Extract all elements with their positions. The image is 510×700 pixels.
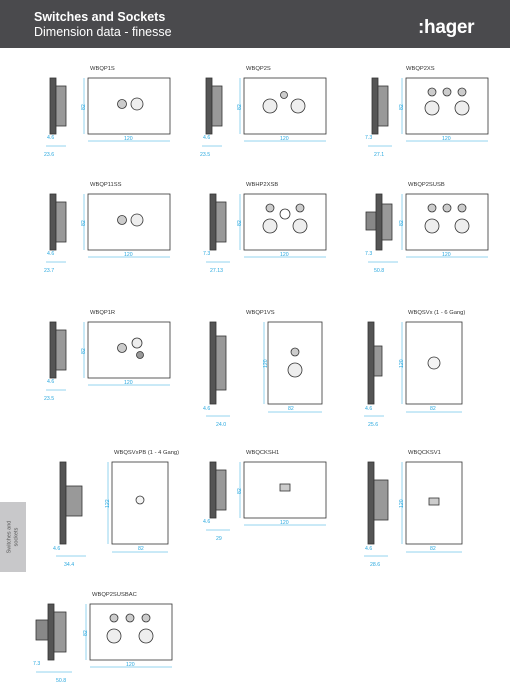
product-wbqp2xs: WBQP2XS 82 7.3 120 27.1: [362, 66, 502, 162]
product-code: WBQP11SS: [90, 182, 122, 188]
product-code: WBHP2XSB: [246, 182, 279, 188]
hager-logo: :hager: [418, 17, 475, 38]
product-wbqcksh1: WBQCKSH1 82 4.6 120 29: [200, 450, 340, 546]
wbqp2susbac-drawing: [35, 603, 173, 673]
depth-dim: 25.6: [368, 422, 379, 428]
wbqsvxpb-drawing: [56, 461, 169, 557]
width-dim: 82: [430, 546, 436, 552]
side-dim: 4.6: [53, 546, 61, 552]
product-code: WBQCKSH1: [246, 450, 280, 456]
depth-dim: 34.4: [64, 562, 75, 568]
product-code: WBQP2SUSB: [408, 182, 445, 188]
product-wbqp1s: WBQP1S 82 4.6 120 23.6: [44, 66, 171, 162]
side-dim: 4.6: [203, 519, 211, 525]
depth-dim: 50.8: [56, 678, 67, 684]
side-dim: 4.6: [203, 406, 211, 412]
width-dim: 120: [124, 136, 133, 142]
product-wbqp2s: WBQP2S 82 4.6 120 23.5: [200, 66, 340, 162]
width-dim: 82: [138, 546, 144, 552]
depth-dim: 28.6: [370, 562, 381, 568]
wbqcksh1-drawing: [206, 461, 327, 531]
depth-dim: 27.13: [210, 268, 223, 274]
product-wbqcksv1: WBQCKSV1 120 4.6 82 28.6: [362, 450, 502, 576]
side-dim: 7.3: [33, 661, 41, 667]
product-wbqp1vs: WBQP1VS 120 4.6 82 24.0: [200, 310, 340, 436]
depth-dim: 24.0: [216, 422, 227, 428]
width-dim: 120: [442, 252, 451, 258]
product-code: WBQP2S: [246, 66, 271, 72]
width-dim: 120: [442, 136, 451, 142]
depth-dim: 27.1: [374, 152, 385, 158]
width-dim: 120: [280, 136, 289, 142]
wbqp11ss-drawing: [46, 193, 171, 263]
product-code: WBQSVx (1 - 6 Gang): [408, 310, 466, 316]
depth-dim: 23.6: [44, 152, 55, 158]
wbqsvx-drawing: [364, 321, 463, 417]
side-dim: 7.3: [365, 251, 373, 257]
width-dim: 82: [430, 406, 436, 412]
depth-dim: 23.5: [200, 152, 211, 158]
wbqp1s-drawing: [46, 77, 171, 147]
side-dim: 4.6: [365, 546, 373, 552]
wbqp2xs-drawing: [368, 77, 489, 147]
product-wbhp2xsb: WBHP2XSB 82 7.3 120 27.13: [200, 182, 340, 278]
wbqp1vs-drawing: [206, 321, 323, 417]
product-code: WBQP1S: [90, 66, 115, 72]
width-dim: 120: [124, 252, 133, 258]
product-wbqp11ss: WBQP11SS 82 4.6 120 23.7: [44, 182, 184, 278]
wbqp2susb-drawing: [365, 193, 489, 263]
wbhp2xsb-drawing: [206, 193, 327, 263]
width-dim: 120: [280, 520, 289, 526]
side-dim: 4.6: [203, 135, 211, 141]
wbqcksv1-drawing: [364, 461, 463, 557]
depth-dim: 23.7: [44, 268, 55, 274]
product-wbqsvxpb: WBQSVxPB (1 - 4 Gang) 122 4.6 82 34.4: [50, 450, 190, 576]
page-subtitle: Dimension data - finesse: [34, 25, 172, 39]
page-title: Switches and Sockets: [34, 10, 166, 24]
product-code: WBQCKSV1: [408, 450, 441, 456]
wbqp1r-drawing: [46, 321, 171, 391]
product-wbqp1r: WBQP1R 82 4.6 120 23.5: [44, 310, 184, 406]
side-dim: 4.6: [47, 135, 55, 141]
product-code: WBQP2SUSBAC: [92, 592, 137, 598]
product-wbqp2susbac: WBQP2SUSBAC 82 7.3 120 50.8: [30, 592, 190, 692]
side-dim: 4.6: [47, 251, 55, 257]
side-dim: 7.3: [203, 251, 211, 257]
product-wbqsvx: WBQSVx (1 - 6 Gang) 120 4.6 82 25.6: [362, 310, 502, 436]
depth-dim: 50.8: [374, 268, 385, 274]
page-header: Switches and Sockets Dimension data - fi…: [0, 0, 510, 48]
product-code: WBQP1R: [90, 310, 116, 316]
depth-dim: 23.5: [44, 396, 55, 402]
side-dim: 4.6: [365, 406, 373, 412]
wbqp2s-drawing: [202, 77, 327, 147]
width-dim: 120: [126, 662, 135, 668]
width-dim: 120: [124, 380, 133, 386]
depth-dim: 29: [216, 536, 222, 542]
width-dim: 120: [280, 252, 289, 258]
side-dim: 7.3: [365, 135, 373, 141]
product-wbqp2susb: WBQP2SUSB 82 7.3 120 50.8: [362, 182, 502, 278]
product-code: WBQP1VS: [246, 310, 275, 316]
product-code: WBQSVxPB (1 - 4 Gang): [114, 450, 180, 456]
side-dim: 4.6: [47, 379, 55, 385]
product-code: WBQP2XS: [406, 66, 435, 72]
width-dim: 82: [288, 406, 294, 412]
